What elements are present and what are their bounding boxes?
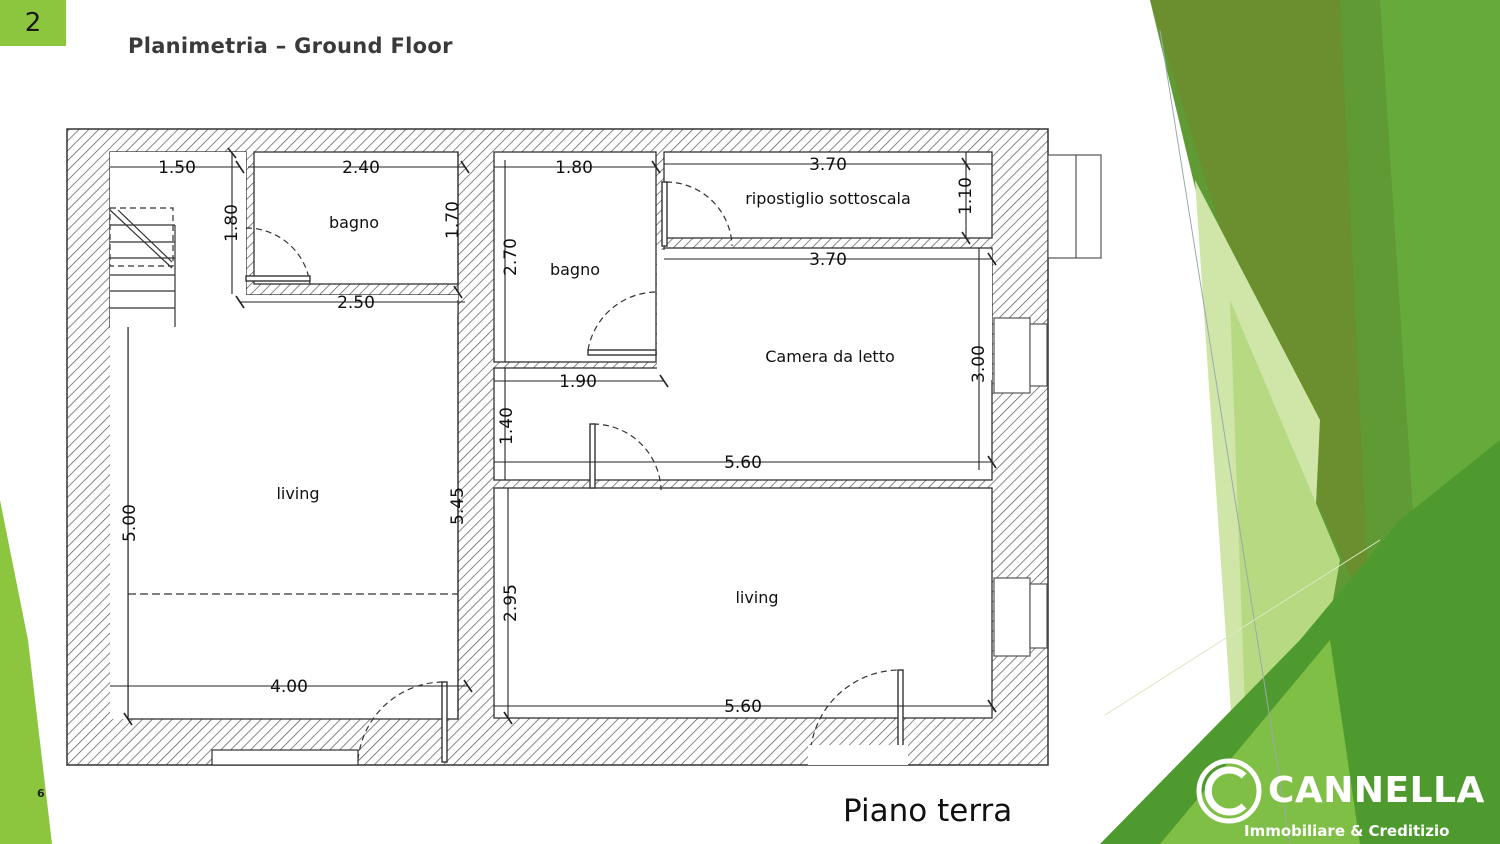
left-bath-area: [253, 151, 459, 285]
footer-page-number: 6: [37, 787, 45, 800]
brand-tagline: Immobiliare & Creditizio: [1244, 822, 1450, 840]
dimension-lines: [110, 152, 992, 719]
slide-number-badge: 2: [0, 0, 66, 46]
room-label-bedroom: Camera da letto: [765, 347, 895, 366]
plan-caption: Piano terra: [843, 793, 1013, 829]
dim-label: 5.60: [724, 453, 762, 473]
room-label-living-right: living: [735, 588, 778, 607]
dim-label: 1.80: [222, 204, 242, 242]
storage-area: [663, 151, 993, 239]
room-label-storage: ripostiglio sottoscala: [745, 189, 911, 208]
room-label-bath-left: bagno: [329, 213, 379, 232]
dim-label: 1.80: [555, 158, 593, 178]
dim-label: 5.00: [120, 504, 140, 542]
staircase: [109, 207, 176, 327]
window-bottom-left: [211, 749, 359, 766]
dim-label: 1.40: [497, 407, 517, 445]
dim-label: 3.00: [969, 345, 989, 383]
room-label-living-left: living: [276, 484, 319, 503]
dim-label: 5.45: [448, 487, 468, 525]
dim-label: 2.50: [337, 293, 375, 313]
dim-label: 1.90: [559, 372, 597, 392]
slide-title: Planimetria – Ground Floor: [128, 34, 453, 58]
dim-label: 1.50: [158, 158, 196, 178]
dim-label: 4.00: [270, 677, 308, 697]
dimension-ticks: [123, 147, 997, 726]
dim-label: 5.60: [724, 697, 762, 717]
room-label-bath-right: bagno: [550, 260, 600, 279]
dim-label: 3.70: [809, 250, 847, 270]
dim-label: 1.10: [956, 177, 976, 215]
window-right: [993, 154, 1102, 657]
right-bath-area: [493, 151, 657, 363]
dim-label: 2.70: [501, 238, 521, 276]
cannella-logo-icon: [1196, 758, 1262, 824]
dim-label: 2.40: [342, 158, 380, 178]
right-living-area: [493, 487, 993, 719]
dim-label: 1.70: [443, 201, 463, 239]
dim-label: 2.95: [501, 584, 521, 622]
dim-label: 3.70: [809, 155, 847, 175]
corridor-area: [493, 367, 993, 481]
brand-name: CANNELLA: [1268, 770, 1485, 811]
